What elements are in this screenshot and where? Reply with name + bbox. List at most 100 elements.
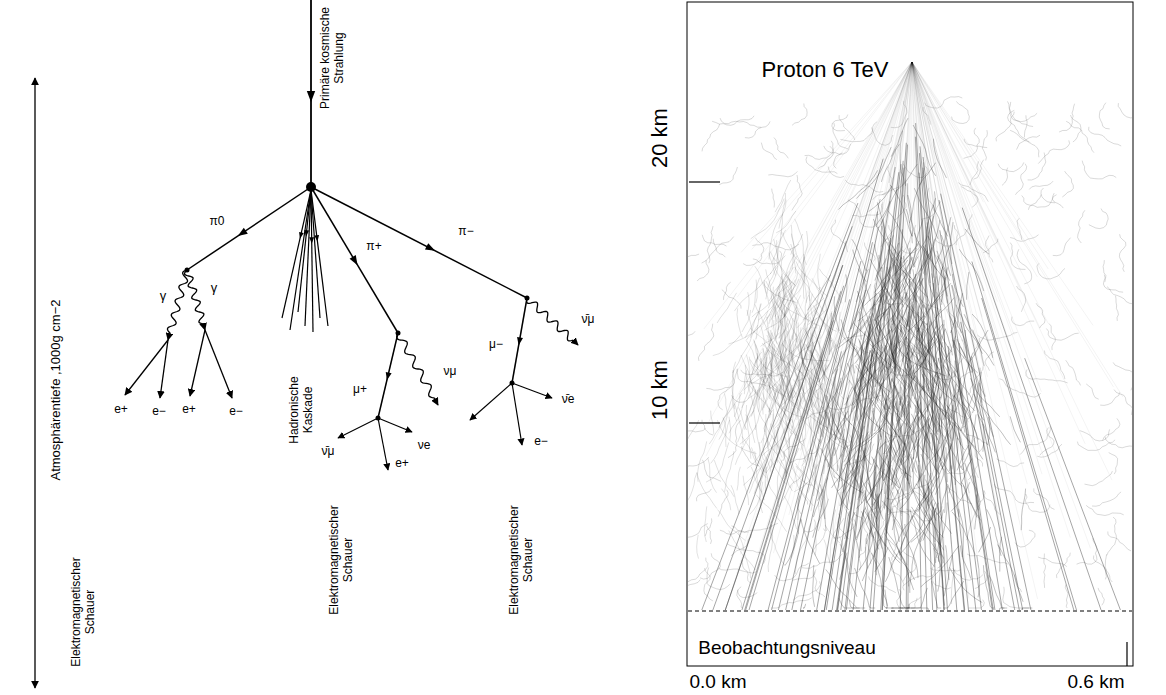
particle-track [884,533,914,580]
shower-simulation [688,62,1132,610]
particle-track [713,334,741,355]
particle-track [818,254,821,290]
particle-track [891,101,907,128]
panel-frame [687,2,1133,666]
particle-track [912,62,1038,599]
particle-track [712,116,754,126]
particle-track [706,370,734,390]
particle-track [1098,588,1104,605]
particle-track [717,293,737,323]
particle-track [831,62,912,202]
particle-track [946,545,949,580]
particle-track [1010,243,1025,270]
scale-tick [1126,642,1127,666]
particle-track [807,456,815,485]
particle-track [704,506,707,542]
particle-track [792,175,802,210]
particle-track [912,62,1040,328]
particle-track [912,62,1093,325]
particle-track [773,351,794,401]
particle-track [721,489,730,511]
particle-track [720,118,761,127]
particle-track [1119,234,1125,272]
particle-track [752,282,792,318]
particle-track [890,185,912,236]
particle-track [756,369,786,397]
particle-track [1103,275,1123,293]
particle-track [776,231,781,260]
particle-track [1038,140,1069,163]
particle-track [1066,360,1081,385]
particle-track [996,112,1014,142]
particle-track [702,124,720,151]
particle-track [1086,384,1099,399]
particle-track [772,230,786,263]
particle-track [875,244,881,271]
particle-track [834,395,849,456]
particle-track [725,451,734,492]
particle-track [872,128,893,146]
particle-track [697,441,706,481]
particle-track [1034,488,1055,509]
particle-track [775,180,791,212]
particle-track [688,420,699,446]
particle-track [778,319,788,371]
particle-track [737,467,740,491]
particle-track [890,185,912,236]
particle-track [711,411,714,435]
particle-track [958,183,988,202]
particle-track [744,370,746,394]
particle-track [999,379,1040,397]
particle-track [891,554,904,590]
particle-track [912,62,1114,387]
particle-track [756,280,758,304]
particle-track [936,225,959,246]
particle-track [796,262,828,297]
particle-track [700,553,720,579]
particle-track [832,62,912,544]
particle-track [1040,428,1054,456]
particle-track [1036,303,1045,328]
particle-track [952,285,956,348]
particle-track [1109,453,1118,475]
particle-track [739,407,747,430]
particle-track [806,157,837,174]
particle-track [833,123,848,149]
particle-track [959,249,984,291]
particle-track [1010,416,1020,442]
particle-track [796,295,801,342]
particle-track [702,237,734,264]
particle-track [770,240,778,286]
particle-track [743,468,760,485]
particle-track [1114,390,1132,415]
particle-track [1052,193,1063,208]
particle-track [761,143,777,160]
particle-track [852,239,866,271]
particle-track [1105,437,1132,451]
particle-track [804,273,806,303]
particle-track [805,141,834,160]
particle-track [925,97,963,108]
particle-track [974,160,984,179]
particle-track [770,366,789,389]
particle-track [734,394,740,417]
particle-track [732,386,754,402]
particle-track [930,191,935,240]
particle-track [755,266,767,293]
particle-track [794,461,820,492]
particle-track [775,301,797,337]
particle-track [964,314,984,366]
particle-track [845,275,847,303]
particle-track [1021,489,1025,531]
particle-track [1103,260,1106,282]
particle-track [745,312,759,338]
particle-track [884,533,914,580]
particle-track [824,144,851,154]
particle-track [724,282,731,300]
particle-track [820,381,841,425]
particle-track [957,293,962,328]
particle-track [949,488,972,504]
particle-track [912,62,979,567]
particle-track [1038,557,1067,567]
particle-track [1009,102,1033,127]
